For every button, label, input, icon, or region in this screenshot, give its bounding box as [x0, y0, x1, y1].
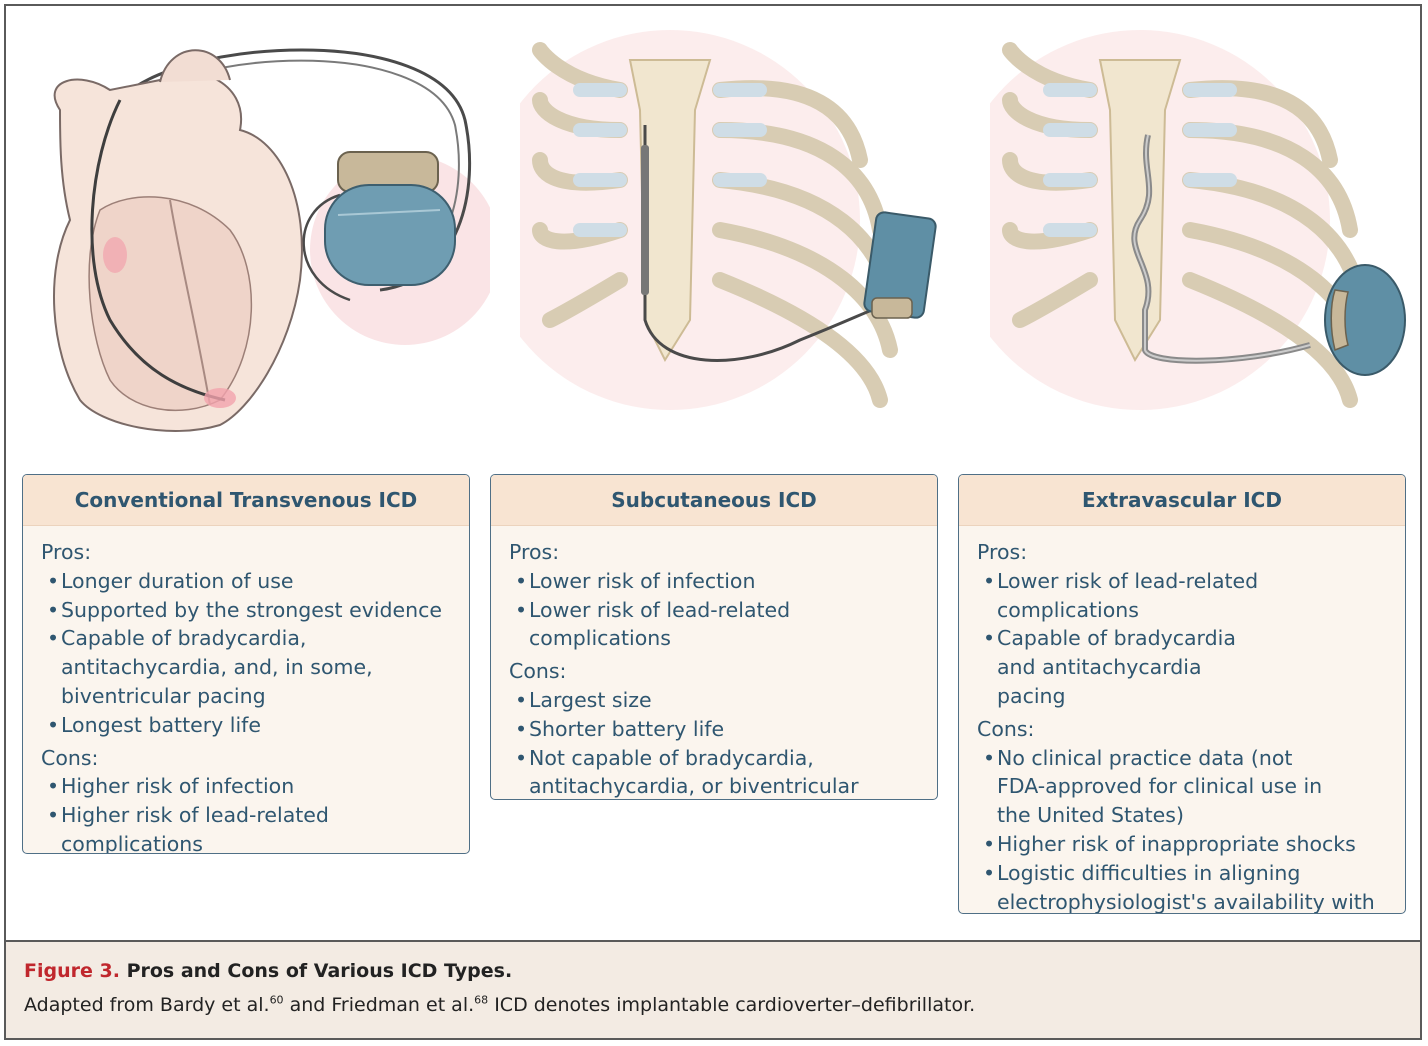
list-item: Supported by the strongest evidence	[41, 596, 461, 625]
list-item: Largest size	[509, 686, 929, 715]
lead-electrode	[641, 145, 649, 295]
cartilage	[1043, 83, 1237, 237]
ev-icd-header	[1330, 289, 1349, 352]
pros-list: Lower risk of lead-related complications…	[977, 567, 1397, 711]
pros-label: Pros:	[977, 540, 1028, 564]
substernal-lead-core	[1133, 134, 1311, 362]
transvenous-icd-illustration	[52, 48, 490, 432]
icd-device	[324, 184, 456, 286]
pros-label: Pros:	[509, 540, 560, 564]
list-item: Lower risk of lead-related complications	[977, 567, 1397, 625]
caption-text-part: ICD denotes implantable cardioverter–def…	[488, 994, 976, 1016]
list-item: Logistic difficulties in aligning electr…	[977, 859, 1397, 913]
lead-wire	[302, 193, 351, 302]
s-icd-header	[871, 297, 913, 319]
list-item: Lower risk of lead-related complications	[509, 596, 929, 654]
panel-title: Extravascular ICD	[959, 475, 1405, 526]
pros-list: Lower risk of infection Lower risk of le…	[509, 567, 929, 653]
subcutaneous-icd-illustration	[520, 30, 937, 410]
cons-label: Cons:	[977, 716, 1035, 741]
list-item: Higher risk of inappropriate shocks	[977, 830, 1397, 859]
list-item: Higher risk of lead-related complication…	[41, 801, 461, 853]
figure-title: Pros and Cons of Various ICD Types.	[126, 960, 513, 982]
cons-list: No clinical practice data (not FDA-appro…	[977, 744, 1397, 913]
list-item: Longer duration of use	[41, 567, 461, 596]
cons-label: Cons:	[41, 745, 99, 770]
lead-tip-glow	[204, 388, 236, 408]
cons-label: Cons:	[509, 659, 567, 684]
panel-title: Subcutaneous ICD	[491, 475, 937, 526]
intracardiac-lead	[90, 99, 226, 402]
caption-text-part: and Friedman et al.	[283, 994, 475, 1016]
list-item: Lower risk of infection	[509, 567, 929, 596]
aorta	[159, 49, 231, 83]
panel-subcutaneous: Subcutaneous ICD Pros: Lower risk of inf…	[490, 474, 938, 800]
pros-list: Longer duration of use Supported by the …	[41, 567, 461, 740]
list-item: Shorter battery life	[509, 715, 929, 744]
pros-label: Pros:	[41, 540, 92, 564]
reference-superscript: 60	[269, 993, 284, 1007]
list-item: No clinical practice data (not FDA-appro…	[977, 744, 1397, 830]
figure-caption: Figure 3. Pros and Cons of Various ICD T…	[6, 940, 1420, 1038]
panel-title: Conventional Transvenous ICD	[23, 475, 469, 526]
caption-text-part: Adapted from Bardy et al.	[24, 994, 270, 1016]
sternum	[628, 59, 712, 363]
cons-list: Higher risk of infection Higher risk of …	[41, 772, 461, 853]
panel-transvenous: Conventional Transvenous ICD Pros: Longe…	[22, 474, 470, 854]
caption-title: Figure 3. Pros and Cons of Various ICD T…	[24, 960, 512, 982]
cons-list: Largest size Shorter battery life Not ca…	[509, 686, 929, 799]
panel-extravascular: Extravascular ICD Pros: Lower risk of le…	[958, 474, 1406, 914]
figure-label: Figure 3.	[24, 960, 120, 982]
caption-text: Adapted from Bardy et al.60 and Friedman…	[24, 994, 975, 1016]
list-item: Capable of bradycardia, antitachycardia,…	[41, 624, 461, 710]
heart-septum	[169, 199, 211, 406]
list-item: Capable of bradycardia and antitachycard…	[977, 624, 1397, 710]
extravascular-icd-illustration	[990, 30, 1406, 410]
device-highlight	[337, 209, 441, 216]
reference-superscript: 68	[474, 993, 489, 1007]
cartilage	[573, 83, 767, 237]
list-item: Not capable of bradycardia, antitachycar…	[509, 744, 929, 799]
lead-tip-glow	[103, 237, 127, 273]
list-item: Longest battery life	[41, 711, 461, 740]
subcutaneous-lead	[643, 125, 886, 362]
list-item: Higher risk of infection	[41, 772, 461, 801]
